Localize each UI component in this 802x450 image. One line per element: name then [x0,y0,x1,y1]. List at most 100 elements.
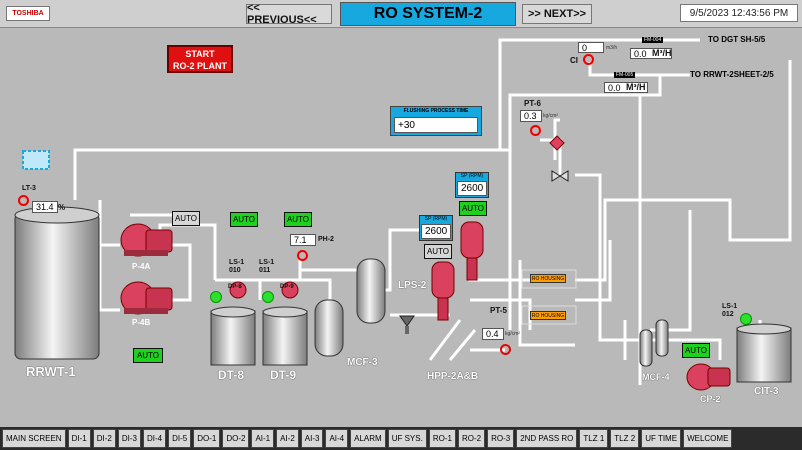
next-button[interactable]: >> NEXT>> [522,4,592,24]
mcf4-label: MCF-4 [642,372,670,382]
cit3-ls-tag: LS-1 012 [722,303,738,318]
start-line2: RO-2 PLANT [173,61,227,71]
pt6-unit: kg/cm² [543,113,558,119]
auto-button-cp2[interactable]: AUTO [682,343,710,358]
nav-di-1[interactable]: DI-1 [67,429,91,448]
nav-di-5[interactable]: DI-5 [168,429,192,448]
pump-p4b[interactable] [118,278,174,318]
dt8-label: DT-8 [218,368,245,382]
pump-p4a[interactable] [118,220,174,260]
nav-2nd-pass-ro[interactable]: 2ND PASS RO [516,429,578,448]
previous-button[interactable]: << PREVIOUS<< [246,2,332,26]
rrwt-label: RRWT-1 [26,364,76,379]
start-line1: START [185,49,215,59]
lps-switch-icon[interactable] [398,312,416,336]
flushing-time-input[interactable]: +30 [394,117,478,133]
nav-ai-3[interactable]: AI-3 [300,429,324,448]
hpp-label: HPP-2A&B [427,371,479,382]
nav-uf-sys[interactable]: UF SYS. [387,429,427,448]
dest-rrwt2: TO RRWT-2SHEET-2/5 [690,70,774,79]
ro-housing-frame [521,269,577,325]
hpp-pump-a[interactable] [428,258,458,326]
nav-tlz-2[interactable]: TLZ 2 [610,429,640,448]
pt5-unit: kg/cm² [505,331,520,337]
cit3-level-indicator [740,313,752,325]
dt8-level-indicator [210,291,222,303]
nav-uf-time[interactable]: UF TIME [641,429,682,448]
sp-rpm-value-b[interactable]: 2600 [457,181,487,196]
page-title: RO SYSTEM-2 [340,2,516,26]
fm005-tag: FM-005 [614,72,636,78]
mcf4-vessels [639,319,669,367]
ro-housing-2: RO HOUSING [530,311,566,320]
tank-vent-icon [22,150,50,170]
auto-button-hpp-a[interactable]: AUTO [424,244,452,259]
check-valve-icon[interactable] [551,170,569,182]
nav-ai-2[interactable]: AI-2 [276,429,299,448]
nav-welcome[interactable]: WELCOME [683,429,733,448]
bottom-nav: MAIN SCREEN DI-1 DI-2 DI-3 DI-4 DI-5 DO-… [0,427,802,450]
mcf3-vessel-a [314,299,344,357]
ph-sensor-icon[interactable] [297,250,308,261]
cp2-label: CP-2 [700,394,721,404]
nav-di-4[interactable]: DI-4 [142,429,167,448]
auto-button-dp8[interactable]: AUTO [230,212,258,227]
lt3-level-value: 31.4 [32,201,58,213]
ci-sensor-icon[interactable] [583,54,594,65]
fm005-unit: M³/H [626,82,646,92]
auto-button-hpp-b[interactable]: AUTO [459,201,487,216]
start-plant-button[interactable]: START RO-2 PLANT [167,45,233,73]
nav-do-1[interactable]: DO-1 [193,429,221,448]
auto-button-dp9[interactable]: AUTO [284,212,312,227]
nav-ro-1[interactable]: RO-1 [428,429,456,448]
lps-label: LPS-2 [398,280,427,291]
dt9-ls-tag: LS-1 011 [259,259,275,274]
pt6-tag: PT-6 [524,99,541,108]
fm004-unit: M³/H [652,48,672,58]
dosing-pump-dp9[interactable] [280,280,302,300]
rrwt-tank [14,206,100,360]
pump-cp2[interactable] [684,360,732,394]
nav-di-2[interactable]: DI-2 [92,429,116,448]
sp-rpm-value-a[interactable]: 2600 [421,224,451,239]
nav-ai-1[interactable]: AI-1 [251,429,275,448]
flushing-label: FLUSHING PROCESS TIME [403,108,469,114]
nav-ro-3[interactable]: RO-3 [487,429,515,448]
dp8-label: DP-8 [228,284,242,290]
pt6-value: 0.3 [520,110,542,122]
auto-button-p4a[interactable]: AUTO [172,211,200,226]
nav-ro-2[interactable]: RO-2 [457,429,486,448]
lt3-transmitter-icon[interactable] [18,195,29,206]
pressure-valve-icon[interactable] [548,134,566,156]
nav-alarm[interactable]: ALARM [350,429,386,448]
sp-rpm-panel-b: SP (RPM) 2600 [455,172,489,198]
auto-button-p4b[interactable]: AUTO [133,348,163,363]
dt9-label: DT-9 [270,368,297,382]
sp-rpm-label-a: SP (RPM) [424,216,448,222]
sp-rpm-label-b: SP (RPM) [460,173,484,179]
nav-do-2[interactable]: DO-2 [222,429,250,448]
dt8-tank [210,306,256,366]
pt5-transmitter-icon[interactable] [500,344,511,355]
nav-ai-4[interactable]: AI-4 [325,429,349,448]
sp-rpm-panel-a: SP (RPM) 2600 [419,215,453,241]
dt9-tank [262,306,308,366]
fm005-value: 0.0 [604,82,648,93]
dt9-level-indicator [262,291,274,303]
datetime-display: 9/5/2023 12:43:56 PM [680,4,798,22]
dest-dgt: TO DGT SH-5/5 [708,35,766,44]
ph-value: 7.1 [290,234,316,246]
pt5-tag: PT-5 [490,306,507,315]
nav-main-screen[interactable]: MAIN SCREEN [2,429,66,448]
pt6-transmitter-icon[interactable] [530,125,541,136]
flushing-panel: FLUSHING PROCESS TIME +30 [390,106,482,136]
mcf3-vessel-b [356,258,386,324]
fm004-tag: FM-004 [642,37,664,43]
dosing-pump-dp8[interactable] [228,280,250,300]
lt3-level-unit: % [58,203,66,212]
ph-tag: PH-2 [318,236,334,243]
nav-tlz-1[interactable]: TLZ 1 [579,429,609,448]
nav-di-3[interactable]: DI-3 [117,429,141,448]
fm004-value1: 0 [578,42,604,53]
hpp-pump-b[interactable] [457,218,487,286]
